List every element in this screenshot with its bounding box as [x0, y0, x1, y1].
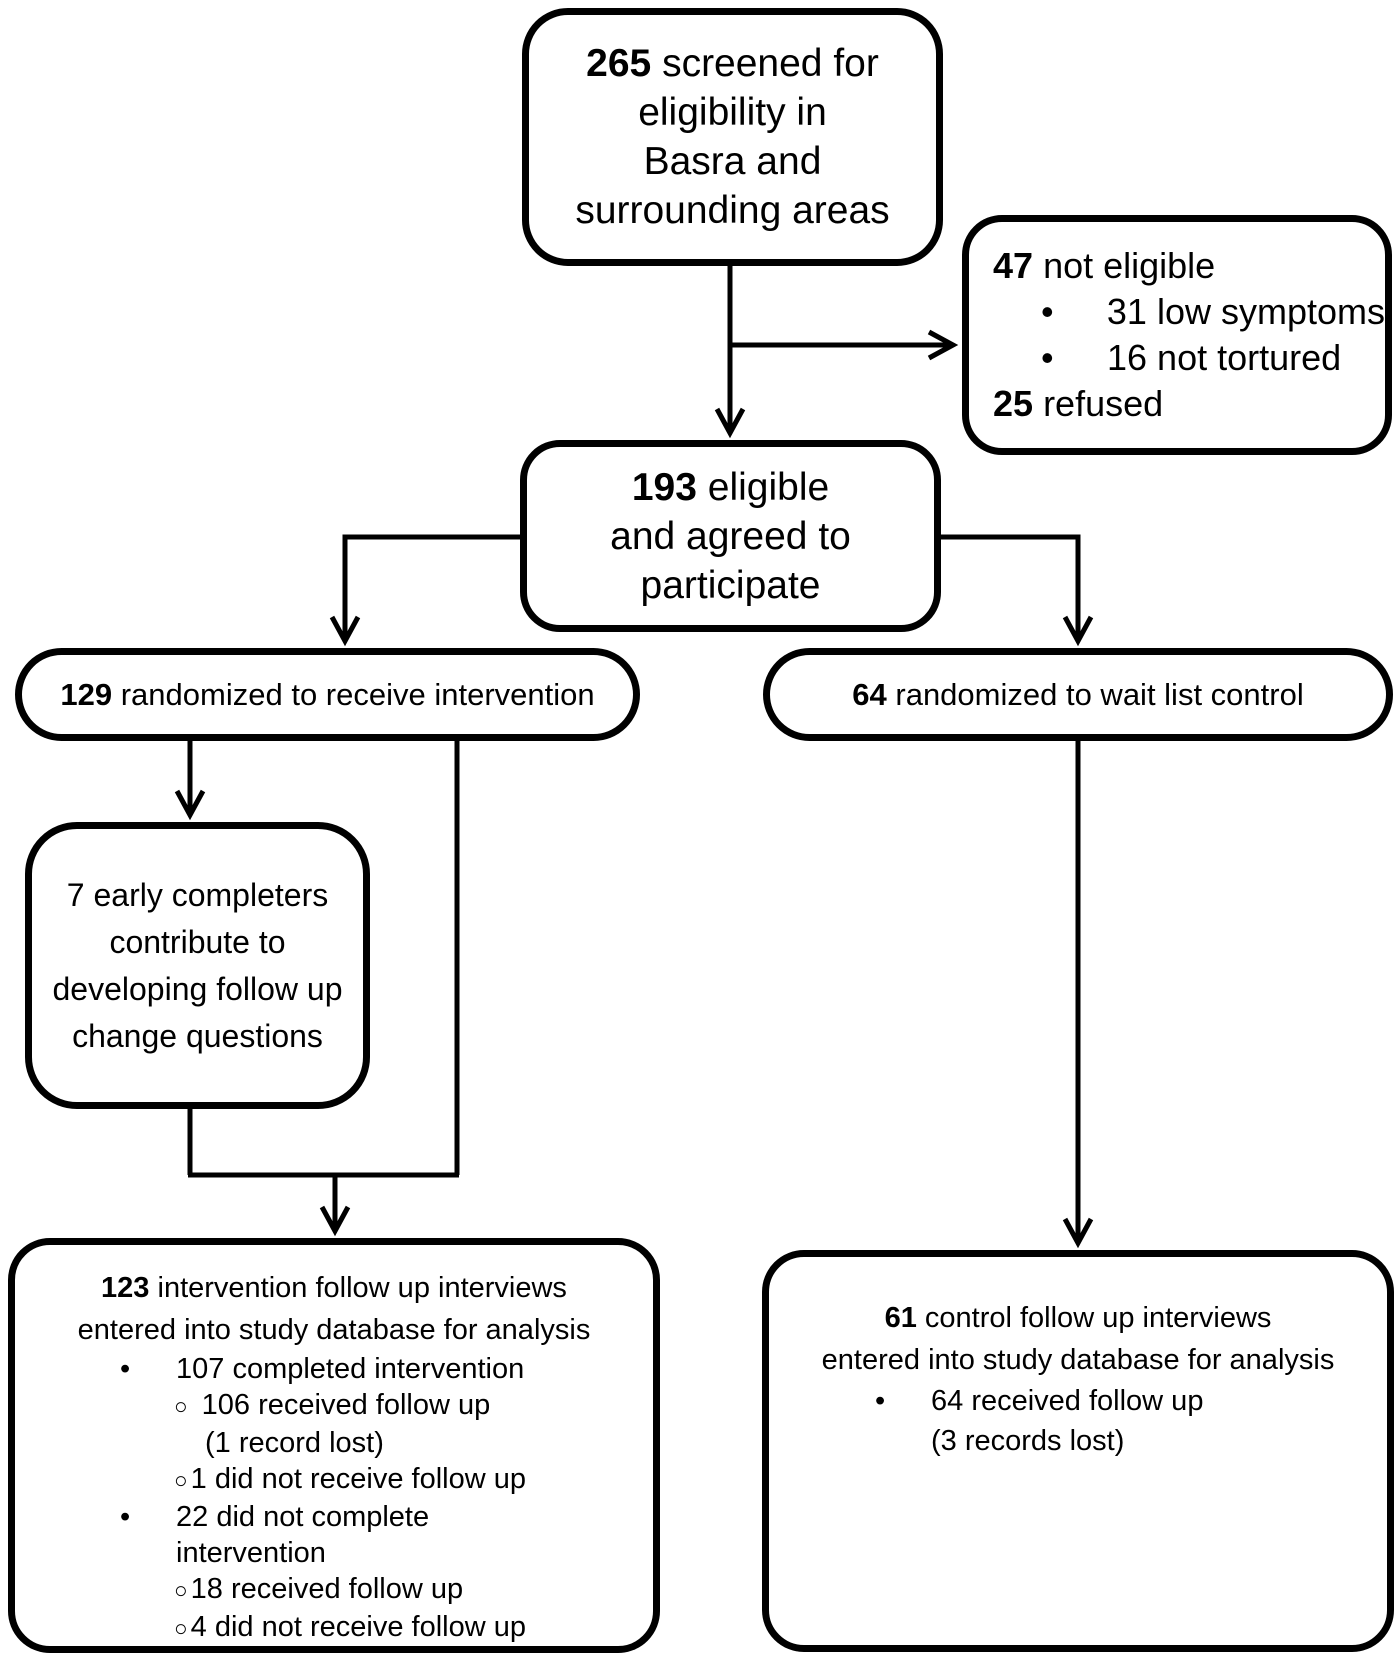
- early-completers-box: 7 early completers contribute to develop…: [25, 822, 370, 1109]
- arrow-eligible-to-intervention: [329, 534, 520, 647]
- eligible-box: 193 eligible and agreed to participate: [520, 440, 941, 632]
- disc-bullet-icon: •: [1041, 291, 1054, 332]
- control-analysis-title: 61 control follow up interviews: [884, 1302, 1272, 1334]
- screened-line-1: 265 screened for: [586, 42, 879, 85]
- eligible-line-3: participate: [640, 563, 821, 607]
- disc-bullet-icon: •: [875, 1385, 886, 1417]
- list-item: •64 received follow up: [769, 1381, 1387, 1421]
- list-item: •107 completed intervention: [120, 1353, 525, 1385]
- not-eligible-line: 47 not eligible: [993, 245, 1216, 286]
- early-line-3: developing follow up: [52, 970, 343, 1007]
- control-analysis-box: 61 control follow up interviews entered …: [762, 1250, 1394, 1652]
- control-randomized-label: 64 randomized to wait list control: [852, 676, 1304, 712]
- refused-line: 25 refused: [993, 383, 1164, 424]
- not-eligible-item: •31 low symptoms: [969, 289, 1385, 335]
- early-line-2: contribute to: [109, 923, 286, 960]
- eligible-line-2: and agreed to: [610, 514, 851, 558]
- circle-bullet-icon: ○: [174, 1616, 188, 1641]
- not-eligible-box: 47 not eligible •31 low symptoms •16 not…: [962, 215, 1392, 455]
- list-item: intervention: [176, 1537, 326, 1569]
- list-item: (3 records lost): [931, 1425, 1125, 1457]
- screened-line-2: eligibility in: [638, 91, 827, 134]
- intervention-randomized-box: 129 randomized to receive intervention: [15, 648, 640, 741]
- circle-bullet-icon: ○: [174, 1578, 188, 1603]
- intervention-randomized-label: 129 randomized to receive intervention: [60, 676, 595, 712]
- list-item: ○4 did not receive follow up: [15, 1609, 653, 1647]
- intervention-analysis-box: 123 intervention follow up interviews en…: [8, 1238, 660, 1653]
- eligible-line-1: 193 eligible: [631, 465, 830, 509]
- control-analysis-subtitle: entered into study database for analysis: [821, 1344, 1335, 1376]
- disc-bullet-icon: •: [1041, 337, 1054, 378]
- not-eligible-item: •16 not tortured: [969, 335, 1385, 381]
- screened-line-3: Basra and: [643, 140, 822, 183]
- list-item: ○1 did not receive follow up: [15, 1461, 653, 1499]
- list-item: ○18 received follow up: [15, 1571, 653, 1609]
- circle-bullet-icon: ○: [174, 1394, 188, 1419]
- circle-bullet-icon: ○: [174, 1468, 188, 1493]
- list-item: ○106 received follow up: [15, 1387, 653, 1425]
- list-item: •22 did not complete: [120, 1501, 430, 1533]
- intervention-analysis-title: 123 intervention follow up interviews: [101, 1272, 567, 1304]
- intervention-analysis-subtitle: entered into study database for analysis: [77, 1314, 591, 1346]
- disc-bullet-icon: •: [120, 1353, 131, 1385]
- arrow-eligible-to-control: [940, 534, 1094, 647]
- early-line-1: 7 early completers: [66, 876, 329, 913]
- screened-line-4: surrounding areas: [575, 189, 890, 232]
- control-randomized-box: 64 randomized to wait list control: [763, 648, 1393, 741]
- early-line-4: change questions: [72, 1017, 323, 1054]
- screened-box: 265 screened for eligibility in Basra an…: [522, 8, 943, 266]
- list-item: (1 record lost): [205, 1427, 384, 1459]
- disc-bullet-icon: •: [120, 1501, 131, 1533]
